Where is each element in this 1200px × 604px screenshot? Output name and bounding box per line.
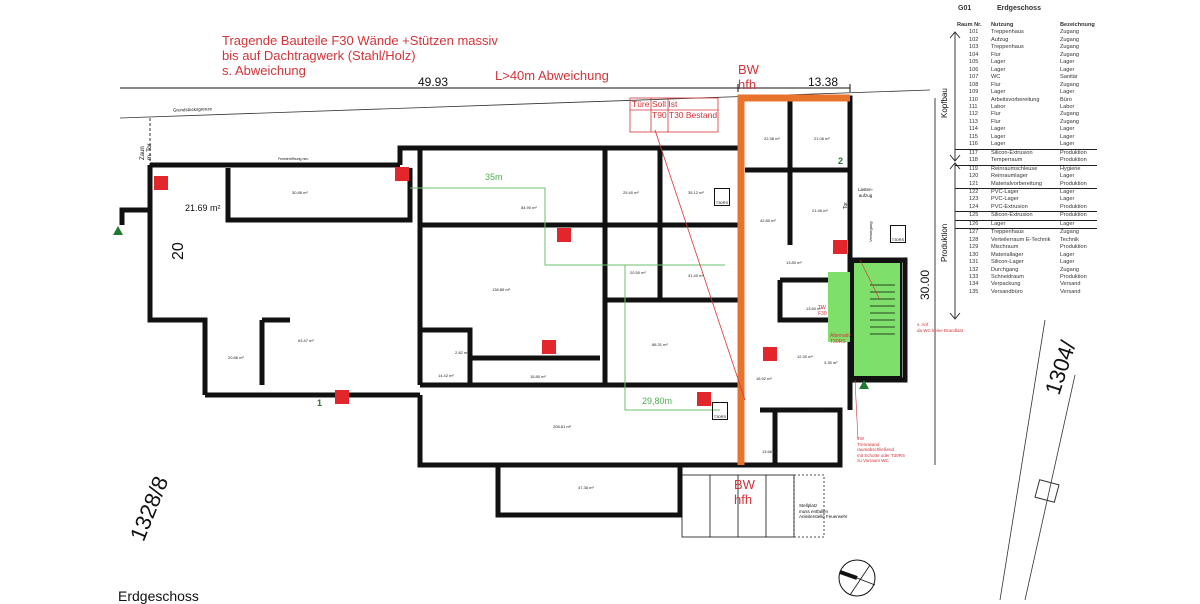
room-area-label: 13.80 m² bbox=[786, 260, 802, 265]
room-area-label: 88.31 m² bbox=[652, 342, 668, 347]
escape-distance-2980: 29,80m bbox=[642, 396, 673, 406]
room-area-label: 18.92 m² bbox=[756, 376, 772, 381]
room-area-label: 47.38 m² bbox=[578, 485, 594, 490]
room-area-label: 31.40 m² bbox=[688, 273, 704, 278]
room-area-label: 21.06 m² bbox=[814, 136, 830, 141]
room-area-label: 136.85 m² bbox=[492, 287, 511, 292]
freight-elevator-label: Lasten-aufzug bbox=[858, 187, 874, 198]
room-area-label: 13.66 m² bbox=[762, 449, 778, 454]
legend-floor: Erdgeschoss bbox=[997, 5, 1041, 12]
fire-door-symbol-icon: T30RS bbox=[714, 188, 730, 206]
room-area-label: 84.90 m² bbox=[521, 205, 537, 210]
room-area-label: 21.46 m² bbox=[812, 208, 828, 213]
walls bbox=[119, 95, 908, 518]
room-area-label: 20.86 m² bbox=[228, 355, 244, 360]
legend-group-production: Produktion bbox=[940, 223, 949, 262]
legend-code: G01 bbox=[958, 5, 972, 12]
exit-marker-1: 1 bbox=[317, 398, 323, 408]
east-length-dim: 13.38 bbox=[808, 75, 839, 89]
room-area-label: 22.38 m² bbox=[764, 136, 780, 141]
firewall-bw bbox=[737, 94, 850, 465]
gate-label: Tor bbox=[843, 202, 849, 209]
room-area-label: 25.40 m² bbox=[623, 190, 639, 195]
room-area-label: 13.60 m² bbox=[806, 306, 822, 311]
overall-length-dim: 49.93 bbox=[418, 75, 449, 89]
assembly-point-icon bbox=[113, 226, 123, 235]
extinguisher-icon bbox=[154, 176, 168, 190]
fire-door-symbol-icon: T30RS bbox=[890, 225, 906, 243]
room-area-label: 42.80 m² bbox=[760, 218, 776, 223]
plan-title: Erdgeschoss bbox=[118, 588, 199, 604]
door-table-text: Türe Soll Ist T90 T30 Bestand bbox=[632, 99, 718, 120]
safe-zone-stairwell bbox=[852, 261, 902, 378]
structure-note: Tragende Bauteile F30 Wände +Stützen mas… bbox=[222, 33, 498, 78]
exit-marker-2: 2 bbox=[838, 156, 844, 166]
property-boundary bbox=[119, 89, 931, 119]
wc-note: s. Anf.da WC keine Brandlast bbox=[917, 322, 964, 333]
extinguisher-icon bbox=[697, 392, 711, 406]
room-area-label: 35.12 m² bbox=[688, 190, 704, 195]
escape-distance-35: 35m bbox=[485, 172, 503, 182]
depth-dim: 30.00 bbox=[918, 269, 932, 300]
extinguisher-icon bbox=[763, 347, 777, 361]
escape-routes bbox=[410, 187, 725, 411]
fire-door-symbol-icon: T30RS bbox=[712, 402, 728, 420]
room-area-label: 3.35 m² bbox=[824, 360, 838, 365]
room-area-label: 30.86 m² bbox=[292, 190, 308, 195]
stair-width-dim: 20 bbox=[170, 242, 187, 260]
assembly-point-icon bbox=[859, 380, 869, 389]
room-area-label: 14.42 m² bbox=[438, 373, 454, 378]
room-area-label: 2.82 m² bbox=[455, 350, 469, 355]
door-fire-table bbox=[629, 97, 746, 401]
window-opening-label: Fensteröffnung neu bbox=[278, 157, 309, 161]
extinguisher-icon bbox=[335, 390, 349, 404]
supply-label: Versorgung bbox=[868, 221, 873, 242]
extinguisher-icon bbox=[833, 240, 847, 254]
parking-spaces bbox=[681, 474, 825, 538]
deviation-length-note: L>40m Abweichung bbox=[495, 68, 609, 83]
room-area-label: 63.47 m² bbox=[298, 338, 314, 343]
room-area-label: 20.50 m² bbox=[630, 270, 646, 275]
extinguisher-icon bbox=[395, 167, 409, 181]
extinguisher-icon bbox=[557, 228, 571, 242]
corner-room-area: 21.69 m² bbox=[185, 203, 221, 213]
room-area-label: 15.80 m² bbox=[530, 374, 546, 379]
north-arrow-compass bbox=[838, 559, 876, 597]
extinguisher-icon bbox=[542, 340, 556, 354]
room-area-label: 208.81 m² bbox=[553, 424, 572, 429]
room-area-label: 31.49 m² bbox=[808, 407, 824, 412]
legend-group-head: Kopfbau bbox=[940, 88, 949, 118]
room-area-label: 12.30 m² bbox=[797, 354, 813, 359]
